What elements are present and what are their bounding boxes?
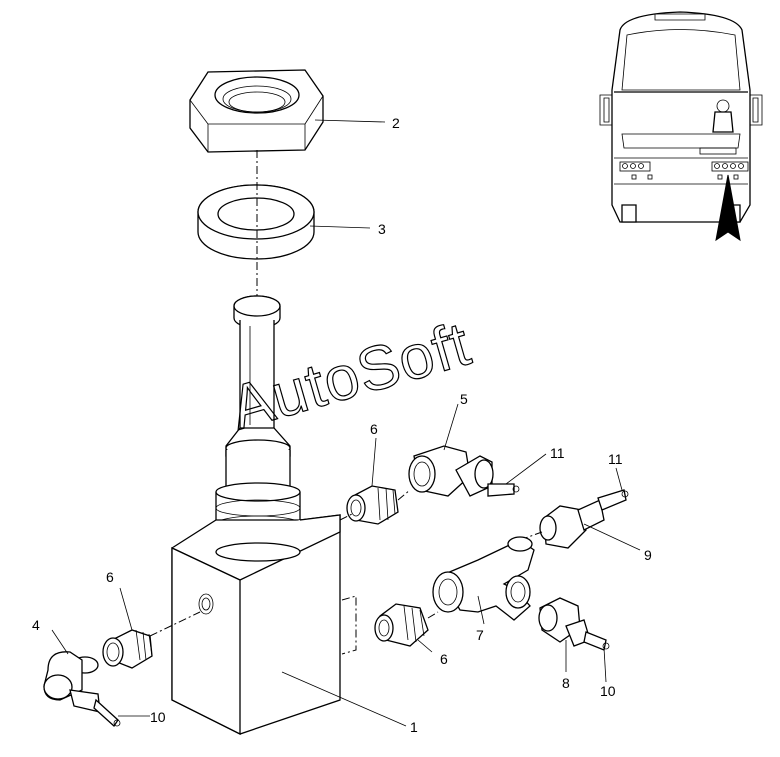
callout-labels: 1 2 3 4 5 6 6 6 7 8 9 10 10 11 11 [32,115,652,735]
callout-10-right: 10 [600,683,616,699]
callout-1: 1 [410,719,418,735]
elbow-fitting-upper [408,445,520,497]
callout-8: 8 [562,675,570,691]
location-arrow [715,174,741,242]
elbow-fitting-left [43,651,121,727]
callout-5: 5 [460,391,468,407]
callout-6-upper: 6 [370,421,378,437]
straight-fitting [539,489,629,549]
callout-11-upper: 11 [550,445,565,461]
adapter-fitting-lower [374,603,429,647]
callout-9: 9 [644,547,652,563]
callout-2: 2 [392,115,400,131]
leader-lines [51,119,641,727]
callout-3: 3 [378,221,386,237]
tee-fitting [432,536,535,621]
elbow-fitting-lower [538,597,610,651]
callout-10-left: 10 [150,709,166,725]
callout-7: 7 [476,627,484,643]
callout-6-lower: 6 [440,651,448,667]
washer [197,184,315,260]
bus-inset [599,11,763,242]
callout-4: 4 [32,617,40,633]
callout-11-right: 11 [608,451,623,467]
adapter-fitting-left [102,629,153,669]
callout-6-left: 6 [106,569,114,585]
adapter-fitting-upper [346,485,399,525]
hex-nut [189,69,324,153]
